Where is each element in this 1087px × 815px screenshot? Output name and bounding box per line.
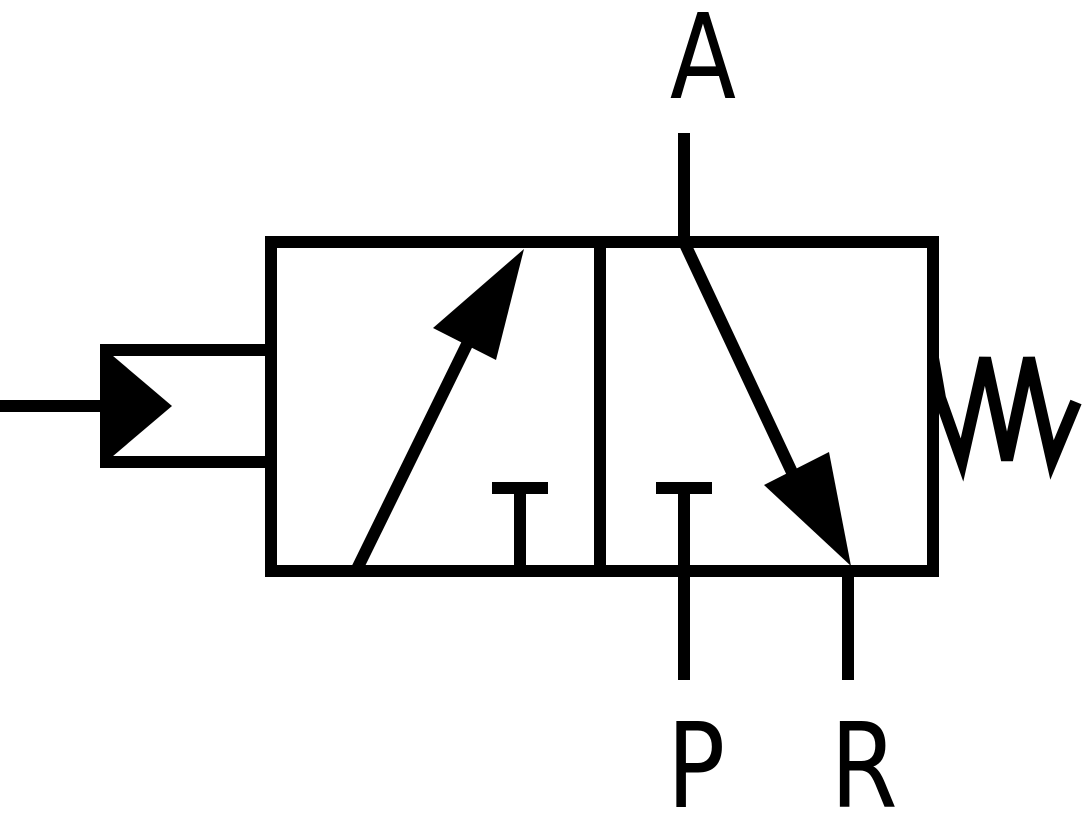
flow-arrow-right-head <box>764 452 851 566</box>
return-spring <box>927 356 1082 482</box>
flow-arrow-right-shaft <box>678 239 811 503</box>
flow-arrow-left-head <box>433 249 524 360</box>
port-label-r: R <box>830 699 897 815</box>
flow-arrow-left-shaft <box>350 327 480 574</box>
port-label-p: P <box>667 699 725 815</box>
pilot-triangle-icon <box>106 350 172 462</box>
port-label-a: A <box>670 0 736 126</box>
